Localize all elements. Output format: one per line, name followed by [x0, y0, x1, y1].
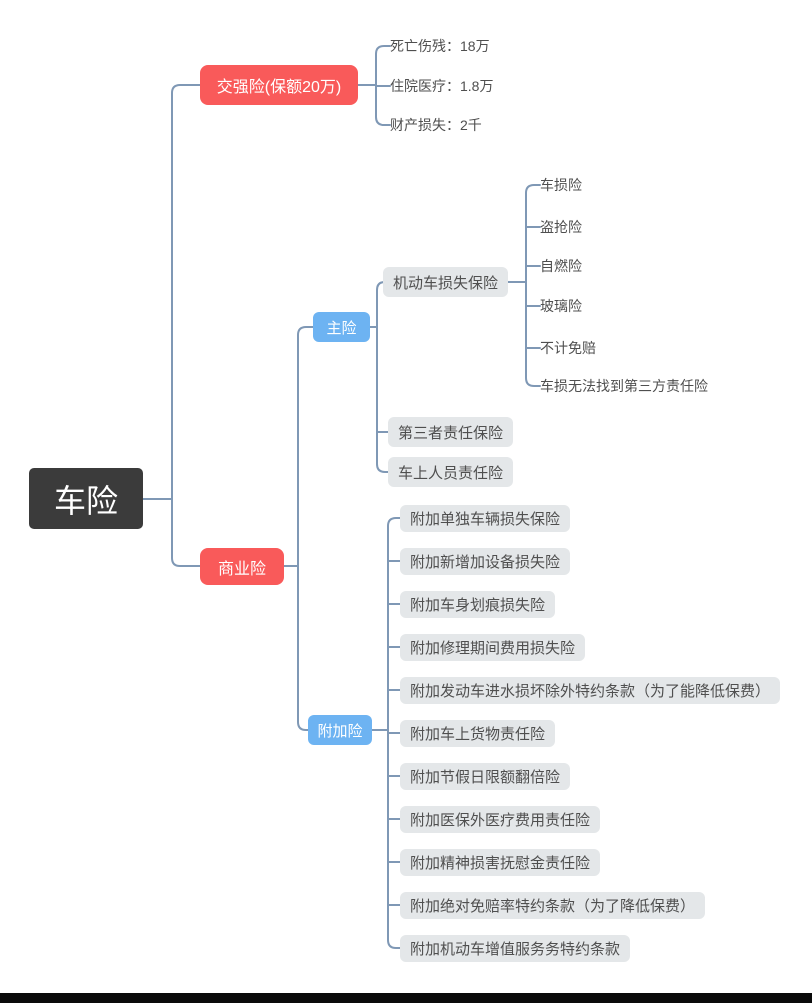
additional-item-holiday-double-limit[interactable]: 附加节假日限额翻倍险: [400, 763, 571, 790]
additional-item-value-added-service-clause[interactable]: 附加机动车增值服务务特约条款: [400, 935, 631, 962]
vehicle-damage-item-unknown-third-party[interactable]: 车损无法找到第三方责任险: [540, 378, 708, 394]
additional-item-absolute-deductible-clause[interactable]: 附加绝对免赔率特约条款（为了降低保费）: [400, 892, 706, 919]
vehicle-damage-item-spontaneous-combustion[interactable]: 自燃险: [540, 258, 582, 274]
vehicle-damage-item-no-deductible[interactable]: 不计免赔: [540, 340, 596, 356]
main-coverage-node[interactable]: 主险: [313, 312, 370, 342]
additional-item-mental-damage-solatium-liability[interactable]: 附加精神损害抚慰金责任险: [400, 849, 601, 876]
additional-item-non-medicare-medical-liability[interactable]: 附加医保外医疗费用责任险: [400, 806, 601, 833]
additional-coverage-node[interactable]: 附加险: [308, 715, 372, 745]
vehicle-damage-item-collision[interactable]: 车损险: [540, 177, 582, 193]
additional-item-engine-water-damage-exclusion[interactable]: 附加发动车进水损坏除外特约条款（为了能降低保费）: [400, 677, 781, 704]
additional-item-separate-vehicle-loss[interactable]: 附加单独车辆损失保险: [400, 505, 571, 532]
vehicle-damage-item-glass[interactable]: 玻璃险: [540, 298, 582, 314]
bottom-bar: [0, 993, 812, 1003]
compulsory-item-property-loss[interactable]: 财产损失：2千: [390, 117, 482, 133]
compulsory-insurance-node[interactable]: 交强险(保额20万): [200, 65, 358, 105]
root-node[interactable]: 车险: [29, 468, 143, 529]
vehicle-damage-item-theft[interactable]: 盗抢险: [540, 219, 582, 235]
additional-item-new-equipment-loss[interactable]: 附加新增加设备损失险: [400, 548, 571, 575]
compulsory-item-hospital-medical[interactable]: 住院医疗：1.8万: [390, 78, 494, 94]
commercial-insurance-node[interactable]: 商业险: [200, 548, 284, 585]
additional-item-cargo-liability[interactable]: 附加车上货物责任险: [400, 720, 556, 747]
additional-item-repair-period-cost-loss[interactable]: 附加修理期间费用损失险: [400, 634, 586, 661]
third-party-liability-node[interactable]: 第三者责任保险: [388, 417, 514, 447]
passenger-liability-node[interactable]: 车上人员责任险: [388, 457, 514, 487]
vehicle-damage-insurance-node[interactable]: 机动车损失保险: [383, 267, 509, 297]
compulsory-item-death-disability[interactable]: 死亡伤残：18万: [390, 38, 490, 54]
additional-item-body-scratch-loss[interactable]: 附加车身划痕损失险: [400, 591, 556, 618]
